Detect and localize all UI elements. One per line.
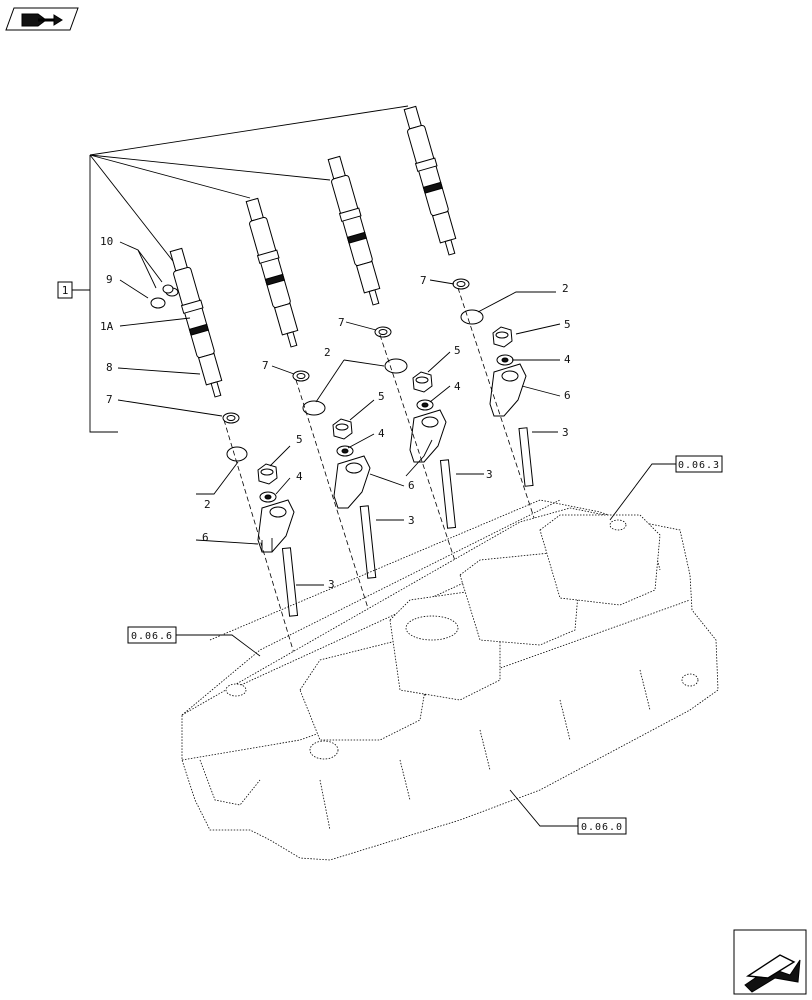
banjo-bolt-9 [150, 284, 179, 309]
callout-10: 10 [100, 235, 113, 248]
oring-2c [384, 358, 408, 374]
callout-5b: 5 [378, 390, 385, 403]
injector-2 [245, 197, 299, 348]
svg-text:1: 1 [62, 284, 69, 297]
injector-1 [169, 247, 223, 398]
group-bracket [72, 105, 409, 433]
injector-3 [327, 155, 381, 306]
callout-5c: 5 [454, 344, 461, 357]
nut-5d [492, 326, 513, 348]
group-callout: 1 [57, 281, 73, 299]
leader-lines [117, 241, 676, 827]
stud-3d [518, 427, 534, 487]
callout-labels: 10 9 1A 8 7 7 7 7 2 2 2 5 5 5 5 4 4 4 4 … [100, 235, 571, 591]
clamp-6b [333, 455, 371, 509]
washer-4a [259, 491, 277, 503]
callout-4d: 4 [564, 353, 571, 366]
callout-1a: 1A [100, 320, 114, 333]
callout-7d: 7 [420, 274, 427, 287]
callout-2c: 2 [562, 282, 569, 295]
washer-4d [496, 354, 514, 366]
callout-9: 9 [106, 273, 113, 286]
callout-4a: 4 [296, 470, 303, 483]
washer-7c [374, 326, 392, 338]
callout-2a: 2 [204, 498, 211, 511]
callout-2b: 2 [324, 346, 331, 359]
nut-5a [257, 463, 278, 485]
washer-4c [416, 399, 434, 411]
callout-7b: 7 [262, 359, 269, 372]
washer-7a [222, 412, 240, 424]
oring-2a [226, 446, 248, 462]
book-arrow-icon[interactable] [5, 7, 79, 31]
stud-3b [359, 505, 377, 579]
callout-6b: 6 [408, 479, 415, 492]
callout-5d: 5 [564, 318, 571, 331]
reference-0-06-0[interactable]: 0.06.0 [577, 817, 627, 835]
next-page-arrow-icon[interactable] [733, 929, 807, 995]
callout-6a: 6 [202, 531, 209, 544]
stud-3c [439, 459, 457, 529]
reference-0-06-6[interactable]: 0.06.6 [127, 626, 177, 644]
callout-3c: 3 [486, 468, 493, 481]
callout-3d: 3 [562, 426, 569, 439]
callout-3a: 3 [328, 578, 335, 591]
callout-5a: 5 [296, 433, 303, 446]
clamp-6a [257, 499, 295, 553]
svg-text:0.06.3: 0.06.3 [678, 460, 720, 471]
callout-8: 8 [106, 361, 113, 374]
washer-7d [452, 278, 470, 290]
callout-7c: 7 [338, 316, 345, 329]
washer-7b [292, 370, 310, 382]
nut-5b [332, 418, 353, 440]
cylinder-head [181, 499, 719, 861]
callout-7a: 7 [106, 393, 113, 406]
svg-text:0.06.6: 0.06.6 [131, 631, 173, 642]
oring-2b [302, 400, 326, 416]
clamp-6c [409, 409, 447, 463]
reference-0-06-3[interactable]: 0.06.3 [675, 455, 723, 473]
callout-6c: 6 [564, 389, 571, 402]
stud-3a [281, 547, 299, 617]
oring-2d [460, 309, 484, 325]
svg-text:0.06.0: 0.06.0 [581, 822, 623, 833]
callout-4b: 4 [378, 427, 385, 440]
clamp-6d [489, 363, 527, 417]
injector-4 [403, 105, 457, 256]
callout-4c: 4 [454, 380, 461, 393]
callout-3b: 3 [408, 514, 415, 527]
washer-4b [336, 445, 354, 457]
assembly-axes [223, 287, 549, 691]
nut-5c [412, 371, 433, 393]
